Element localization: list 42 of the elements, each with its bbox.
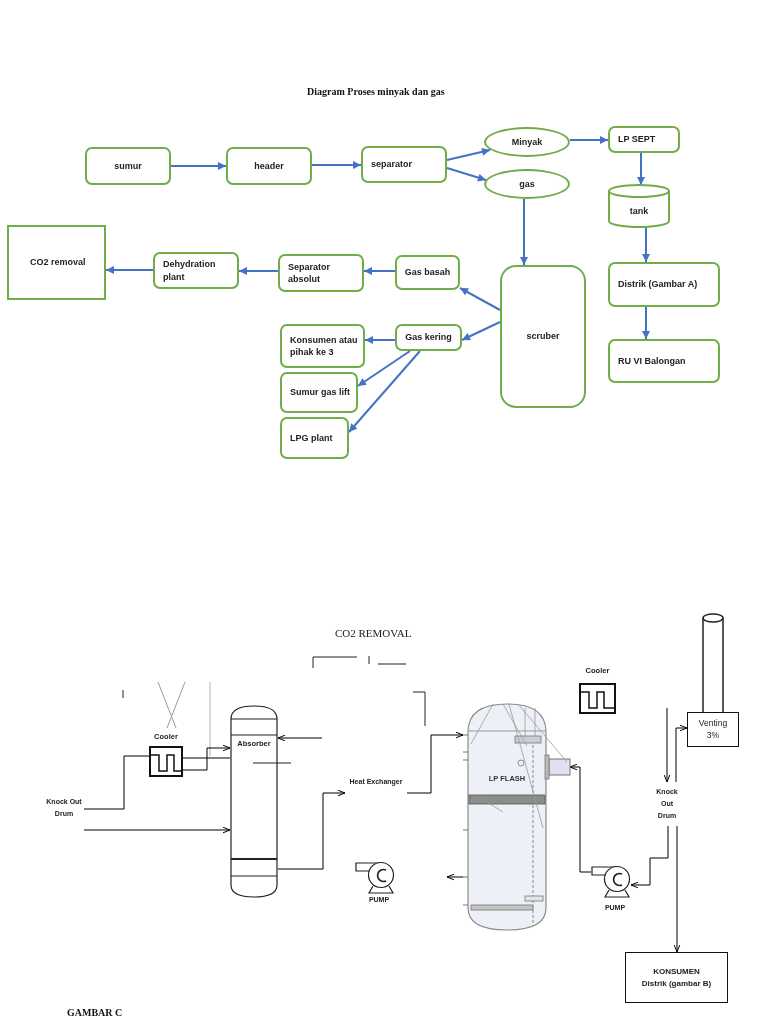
consumer-box: KONSUMEN Distrik (gambar B) <box>625 952 728 1003</box>
process-box: LPG plant <box>280 417 349 459</box>
diagram-title: Diagram Proses minyak dan gas <box>307 86 445 97</box>
arrow <box>363 267 396 275</box>
arrow <box>105 266 154 274</box>
process-box: separator <box>361 146 447 183</box>
process-box: Gas kering <box>395 324 462 351</box>
arrow <box>642 306 650 340</box>
arrow <box>520 198 528 266</box>
process-box: Distrik (Gambar A) <box>608 262 720 307</box>
arrow <box>637 152 645 186</box>
arrow <box>642 226 650 263</box>
section-heading: CO2 REMOVAL <box>335 627 412 639</box>
arrow <box>569 136 609 144</box>
connector-line <box>83 755 150 810</box>
arrow <box>348 350 421 433</box>
arrow <box>357 350 411 387</box>
process-box: RU VI Balongan <box>608 339 720 383</box>
vent-box: Venting 3% <box>687 712 739 747</box>
process-box: Gas basah <box>395 255 460 290</box>
arrow <box>311 161 362 169</box>
process-box: Konsumen atau pihak ke 3 <box>280 324 365 368</box>
arrow <box>446 147 491 161</box>
arrow <box>170 162 227 170</box>
connector-line <box>182 757 231 759</box>
figure-caption: GAMBAR C <box>67 1007 123 1018</box>
process-box: scruber <box>500 265 586 408</box>
process-box: LP SEPT <box>608 126 680 153</box>
arrow <box>238 267 279 275</box>
arrow <box>446 167 487 182</box>
arrow <box>364 336 396 344</box>
storage-tank: tank <box>608 184 670 228</box>
process-ellipse: Minyak <box>484 127 570 157</box>
process-box: header <box>226 147 312 185</box>
process-box: Separator absolut <box>278 254 364 292</box>
arrow <box>461 321 501 341</box>
process-box: Sumur gas lift <box>280 372 358 413</box>
process-box: Dehydration plant <box>153 252 239 289</box>
arrow <box>459 287 501 311</box>
process-box: sumur <box>85 147 171 185</box>
process-box: CO2 removal <box>7 225 106 300</box>
process-ellipse: gas <box>484 169 570 199</box>
